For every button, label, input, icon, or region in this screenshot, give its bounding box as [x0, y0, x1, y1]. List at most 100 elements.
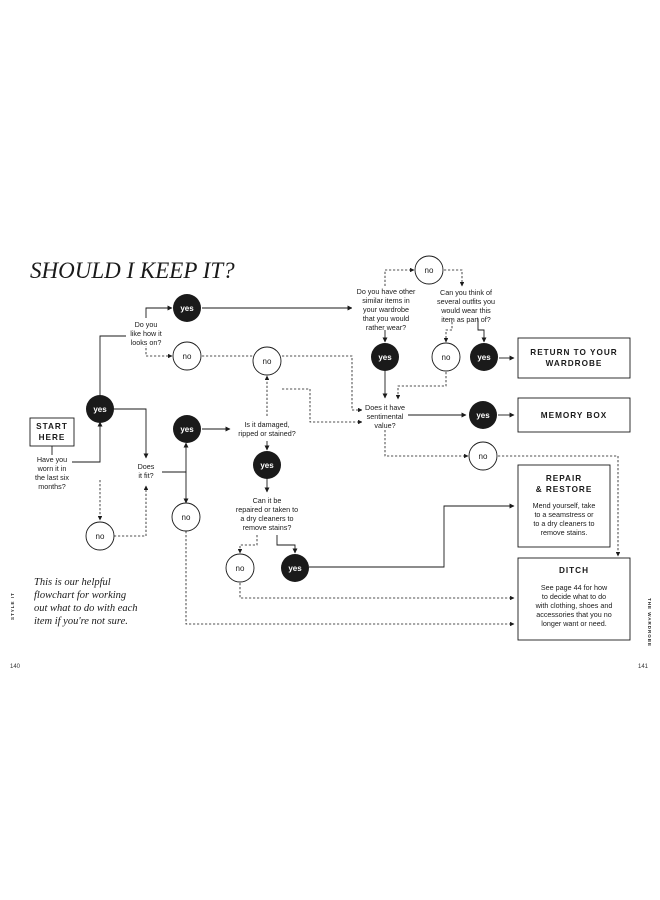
- yes-label: yes: [260, 461, 274, 470]
- connector-yes-repair: [309, 503, 515, 568]
- page-title: SHOULD I KEEP IT?: [30, 258, 235, 283]
- connector-no-sentimental-2: [282, 388, 363, 425]
- running-header-right: THE WARDROBE: [647, 598, 652, 647]
- question-outfits-line: would wear this: [440, 306, 491, 315]
- connector-yes-like: [99, 335, 128, 396]
- solid-connectors: [51, 305, 515, 568]
- connector-no-sentimental: [202, 355, 363, 413]
- connector-no7-sentimental: [395, 372, 447, 400]
- ditch-title: DITCH: [559, 566, 589, 575]
- connector-similar-no: [384, 267, 415, 286]
- no-node-fit: [171, 502, 201, 532]
- outcome-repair: REPAIR & RESTORE Mend yourself, take to …: [517, 464, 611, 548]
- no-label: no: [183, 352, 192, 361]
- repair-title-2: & RESTORE: [536, 485, 593, 494]
- question-repairable-line: remove stains?: [243, 523, 292, 532]
- question-damaged: Is it damaged, ripped or stained?: [232, 418, 302, 440]
- question-like-line: Do you: [135, 320, 158, 329]
- yes-node-repairable: [281, 554, 309, 582]
- question-similar: Do you have other similar items in your …: [352, 286, 420, 332]
- yes-label: yes: [378, 353, 392, 362]
- connector-repairable-yes: [276, 535, 298, 554]
- outcome-return: RETURN TO YOUR WARDROBE: [517, 337, 631, 379]
- repair-body-line: remove stains.: [541, 528, 588, 537]
- repair-body-line: to a dry cleaners to: [533, 519, 594, 528]
- yes-label: yes: [477, 353, 491, 362]
- connector-fit-no: [176, 471, 189, 504]
- no-node-outfits: [431, 342, 461, 372]
- no-label: no: [442, 353, 451, 362]
- no-label: no: [182, 513, 191, 522]
- question-similar-line: that you would: [363, 314, 409, 323]
- no-node-like: [172, 341, 202, 371]
- repair-title-1: REPAIR: [546, 474, 582, 483]
- no-label: no: [236, 564, 245, 573]
- question-like-line: like how it: [130, 329, 162, 338]
- return-title-1: RETURN TO YOUR: [530, 348, 617, 357]
- no-node-worn: [85, 521, 115, 551]
- connector-no-outfits: [444, 269, 465, 287]
- question-outfits-line: item as part of?: [441, 315, 491, 324]
- question-repairable: Can it be repaired or taken to a dry cle…: [232, 494, 304, 534]
- question-worn-line: Have you: [37, 455, 67, 464]
- start-label-2: HERE: [39, 433, 66, 442]
- question-like-line: looks on?: [131, 338, 162, 347]
- connector-like-no: [145, 344, 173, 359]
- connector-fit-yes: [160, 442, 189, 473]
- no-label: no: [263, 357, 272, 366]
- no-node-similar: [414, 255, 444, 285]
- ditch-body-line: to decide what to do: [542, 592, 606, 601]
- question-damaged-line: Is it damaged,: [244, 420, 289, 429]
- yes-node-damaged: [253, 451, 281, 479]
- yes-label: yes: [180, 425, 194, 434]
- question-fit-line: Does: [138, 462, 155, 471]
- return-box: [517, 337, 631, 379]
- return-title-2: WARDROBE: [546, 359, 603, 368]
- yes-label: yes: [93, 405, 107, 414]
- caption-line-1: This is our helpful: [34, 577, 111, 588]
- connector-outfits-yes: [477, 318, 487, 343]
- connector-no-ditch: [239, 583, 515, 601]
- outcome-ditch: DITCH See page 44 for how to decide what…: [517, 557, 631, 641]
- yes-node-outfits: [470, 343, 498, 371]
- yes-nodes: yes yes yes yes yes yes yes yes: [86, 294, 498, 582]
- yes-node-sentimental: [469, 401, 497, 429]
- question-repairable-line: repaired or taken to: [236, 505, 298, 514]
- connector-fit-no-ditch: [185, 531, 515, 627]
- question-repairable-line: Can it be: [253, 496, 282, 505]
- yes-label: yes: [180, 304, 194, 313]
- no-node-sentimental: [468, 441, 498, 471]
- no-nodes: no no no no no no no no: [85, 255, 498, 583]
- connector-no-ditch-2: [498, 455, 621, 557]
- memory-box: [517, 397, 631, 433]
- ditch-body-line: accessories that you no: [536, 610, 612, 619]
- caption-line-3: out what to do with each: [34, 603, 138, 614]
- running-header-left: STYLE IT: [10, 592, 15, 620]
- yes-label: yes: [288, 564, 302, 573]
- question-outfits: Can you think of several outfits you wou…: [432, 287, 502, 324]
- question-similar-line: your wardrobe: [363, 305, 409, 314]
- connector-worn-yes: [72, 421, 103, 463]
- ditch-body-line: with clothing, shoes and: [535, 601, 613, 610]
- ditch-body-line: longer want or need.: [541, 619, 607, 628]
- caption-line-4: item if you're not sure.: [34, 616, 128, 627]
- question-sentimental-line: value?: [374, 421, 395, 430]
- question-outfits-line: Can you think of: [440, 288, 492, 297]
- question-worn: Have you worn it in the last six months?: [35, 455, 69, 491]
- repair-body-line: Mend yourself, take: [533, 501, 596, 510]
- no-label: no: [425, 266, 434, 275]
- start-label-1: START: [36, 422, 68, 431]
- question-damaged-line: ripped or stained?: [238, 429, 296, 438]
- connector-sentimental-no: [384, 430, 469, 459]
- outcome-memory: MEMORY BOX: [517, 397, 631, 433]
- connector-no-fit: [114, 485, 149, 537]
- repair-body-line: to a seamstress or: [534, 510, 594, 519]
- connector-repairable-no: [237, 535, 258, 554]
- question-fit: Does it fit?: [130, 461, 162, 481]
- page-number-left: 140: [10, 664, 21, 670]
- no-label: no: [479, 452, 488, 461]
- question-sentimental-line: Does it have: [365, 403, 405, 412]
- question-sentimental-line: sentimental: [367, 412, 404, 421]
- question-similar-line: similar items in: [362, 296, 410, 305]
- question-worn-line: months?: [38, 482, 66, 491]
